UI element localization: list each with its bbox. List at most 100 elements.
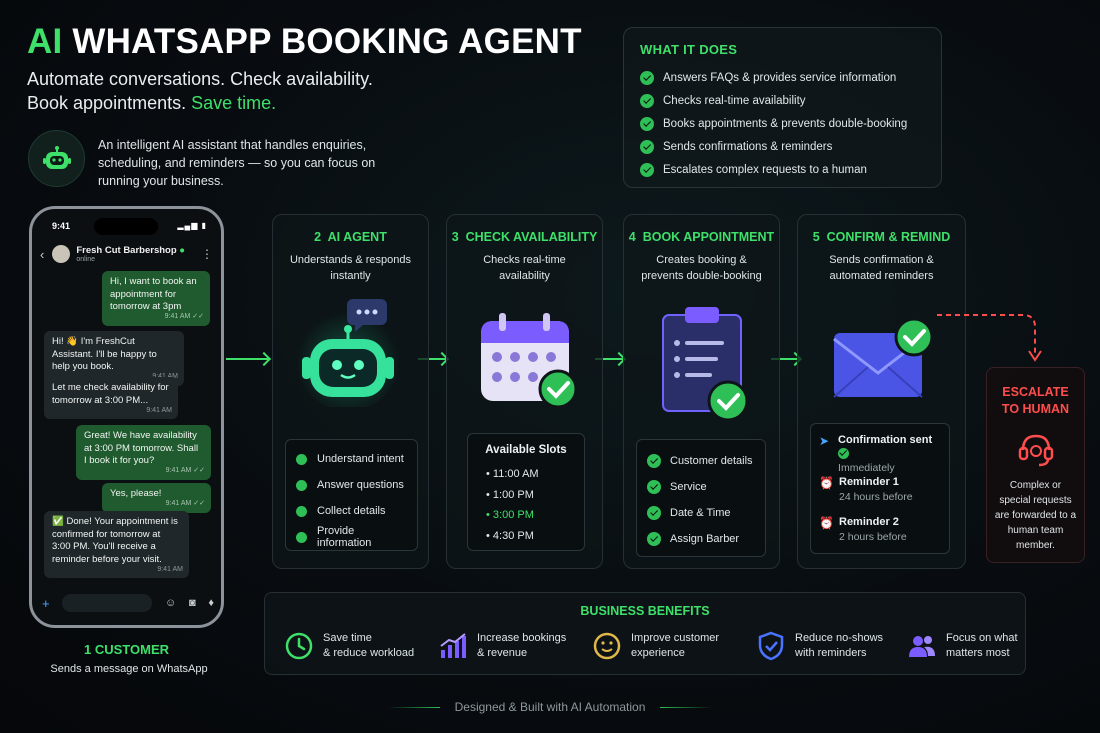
customer-step-desc: Sends a message on WhatsApp: [50, 663, 208, 675]
check-icon: [838, 447, 850, 459]
phone-time: 9:41: [52, 221, 71, 231]
message-input[interactable]: [62, 594, 153, 612]
alarm-clock-icon: ⏰: [819, 516, 834, 530]
step-desc: Sends confirmation & automated reminders: [829, 254, 934, 282]
what-it-does-panel: WHAT IT DOES Answers FAQs & provides ser…: [623, 27, 942, 188]
business-benefits-panel: BUSINESS BENEFITS Save time& reduce work…: [264, 592, 1026, 675]
time-slot-selected[interactable]: • 3:00 PM: [486, 509, 534, 521]
intro-text: An intelligent AI assistant that handles…: [98, 138, 376, 188]
shield-check-icon: [758, 631, 784, 661]
available-slots-panel: Available Slots • 11:00 AM • 1:00 PM • 3…: [467, 433, 585, 551]
chat-message: Yes, please!9:41 AM ✓✓: [102, 483, 211, 513]
clock-icon: [285, 632, 313, 660]
time-slot[interactable]: • 4:30 PM: [486, 529, 534, 542]
step-check-availability: 3 CHECK AVAILABILITY Checks real-time av…: [446, 214, 603, 569]
page-title: AI WHATSAPP BOOKING AGENT: [27, 22, 582, 61]
flow-arrow: [226, 358, 268, 360]
step-desc: Understands & responds instantly: [289, 254, 412, 282]
check-icon: [640, 70, 654, 85]
timeline-item: ➤ Confirmation sent Immediately: [819, 434, 933, 474]
step-desc: Creates booking & prevents double-bookin…: [641, 254, 762, 282]
camera-icon[interactable]: ◙: [188, 597, 196, 609]
what-it-does-title: WHAT IT DOES: [640, 42, 738, 57]
timeline-item: ⏰ Reminder 2 2 hours before: [819, 516, 907, 543]
time-slot[interactable]: • 1:00 PM: [486, 488, 534, 501]
escalate-desc: Complex or special requests are forwarde…: [994, 480, 1077, 551]
feature-item: Books appointments & prevents double-boo…: [640, 112, 925, 135]
step-confirm-remind: 5 CONFIRM & REMIND Sends confirmation & …: [797, 214, 966, 569]
flow-arrow: [418, 358, 446, 360]
footer-divider: [388, 707, 440, 708]
feature-item: Sends confirmations & reminders: [640, 135, 925, 158]
notifications-timeline: ➤ Confirmation sent Immediately ⏰ Remind…: [810, 423, 950, 554]
step-book-appointment: 4 BOOK APPOINTMENT Creates booking & pre…: [623, 214, 780, 569]
sticker-icon[interactable]: ☺: [165, 597, 177, 609]
booking-details-panel: Customer details Service Date & Time Ass…: [636, 439, 766, 557]
envelope-icon: [832, 315, 936, 406]
footer-credit: Designed & Built with AI Automation: [454, 700, 646, 714]
check-icon: [640, 162, 654, 177]
list-item: Understand intent: [296, 446, 407, 472]
timeline-item: ⏰ Reminder 1 24 hours before: [819, 476, 913, 503]
benefit-item: Save time& reduce workload: [285, 631, 414, 661]
robot-icon: [28, 130, 85, 187]
check-icon: [647, 532, 661, 546]
escalate-to-human-panel: ESCALATE TO HUMAN Complex or special req…: [986, 367, 1085, 563]
feature-item: Escalates complex requests to a human: [640, 158, 925, 181]
list-item: Provide information: [296, 524, 407, 550]
smile-icon: [593, 632, 621, 660]
escalate-title: ESCALATE TO HUMAN: [1001, 385, 1070, 416]
check-icon: [647, 480, 661, 494]
alarm-clock-icon: ⏰: [819, 476, 834, 490]
step-title: 5 CONFIRM & REMIND: [812, 230, 951, 244]
chat-message: Hi! 👋 I'm FreshCut Assistant. I'll be ha…: [44, 331, 184, 386]
phone-notch: [94, 218, 158, 235]
list-item: Date & Time: [647, 500, 755, 526]
slots-title: Available Slots: [485, 444, 567, 456]
step-title: 4 BOOK APPOINTMENT: [628, 230, 775, 244]
signal-icon: ▂▄▆ ▮: [177, 221, 207, 230]
microphone-icon[interactable]: ♦: [208, 597, 214, 609]
back-icon[interactable]: ‹: [40, 246, 45, 262]
list-item: Service: [647, 474, 755, 500]
list-item: Assign Barber: [647, 526, 755, 552]
step-title: 3 CHECK AVAILABILITY: [451, 230, 598, 244]
escalate-arrow: [937, 314, 1042, 362]
chat-header: ‹ Fresh Cut Barbershop ● online ⋮: [32, 239, 221, 269]
check-icon: [640, 93, 654, 108]
page-subtitle: Automate conversations. Check availabili…: [27, 69, 373, 113]
step-ai-agent: 2 AI AGENT Understands & responds instan…: [272, 214, 429, 569]
list-item: Customer details: [647, 448, 755, 474]
contact-status: online: [76, 256, 96, 263]
clipboard-icon: [660, 305, 750, 428]
step-desc: Checks real-time availability: [483, 254, 566, 282]
benefit-item: Increase bookings& revenue: [439, 631, 566, 661]
benefits-title: BUSINESS BENEFITS: [580, 604, 710, 618]
feature-item: Answers FAQs & provides service informat…: [640, 66, 925, 89]
contact-name: Fresh Cut Barbershop ●: [76, 245, 186, 256]
list-item: Answer questions: [296, 472, 407, 498]
people-icon: [909, 636, 935, 657]
avatar: [52, 245, 71, 263]
check-icon: [647, 454, 661, 468]
phone-mockup: 9:41 ▂▄▆ ▮ ‹ Fresh Cut Barbershop ● onli…: [29, 206, 224, 628]
time-slot[interactable]: • 11:00 AM: [486, 468, 539, 480]
robot-icon: [293, 297, 411, 412]
chat-message: Let me check availability for tomorrow a…: [44, 377, 178, 419]
customer-step-title: 1 CUSTOMER: [83, 642, 169, 657]
list-item: Collect details: [296, 498, 407, 524]
chat-message: Hi, I want to book an appointment for to…: [102, 271, 210, 326]
bar-chart-icon: [440, 633, 466, 658]
send-icon: ➤: [819, 434, 830, 448]
verified-icon: ●: [179, 245, 186, 256]
flow-arrow: [595, 358, 623, 360]
add-icon[interactable]: +: [42, 595, 50, 611]
chat-message: Great! We have availability at 3:00 PM t…: [76, 425, 211, 480]
step-title: 2 AI AGENT: [314, 230, 387, 244]
message-input-bar: + ☺ ◙ ♦: [40, 593, 216, 613]
check-icon: [640, 116, 654, 131]
calendar-icon: [479, 311, 579, 416]
more-options-icon[interactable]: ⋮: [201, 247, 213, 261]
